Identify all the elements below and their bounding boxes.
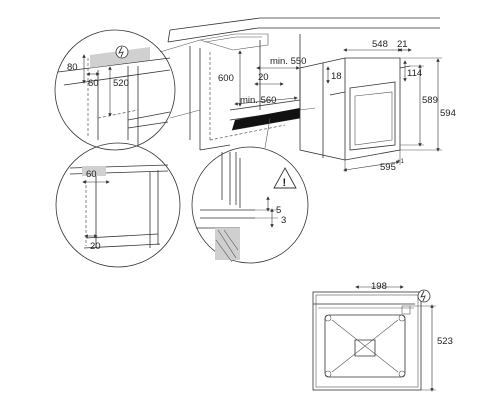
oven-front-label: 21 <box>397 39 408 50</box>
oven-panel-label: 114 <box>407 68 422 79</box>
circle-top-depth-label: 60 <box>88 78 99 89</box>
cabinet-height-label: 600 <box>218 73 234 84</box>
oven-outer-height-label: 594 <box>440 108 456 119</box>
power-plug-icon <box>115 45 129 59</box>
detail-circle-top <box>54 29 201 151</box>
circle-center-gap3-label: 3 <box>281 215 286 226</box>
oven-width-label: 595 <box>380 162 396 173</box>
power-plug-icon <box>417 289 431 303</box>
svg-text:!: ! <box>283 177 287 189</box>
oven-drawing <box>299 57 411 172</box>
detail-circle-bottom-center <box>191 117 309 264</box>
main-cabinet <box>167 17 440 151</box>
oven-top-gap-label: 18 <box>331 71 342 82</box>
oven-width-tolerance-label: +1 <box>397 159 405 165</box>
circle-top-front-label: 520 <box>113 78 129 89</box>
main-cabinet-dimensions <box>234 50 300 107</box>
circle-center-gap5-label: 5 <box>276 205 281 216</box>
oven-inner-height-label: 589 <box>422 95 438 106</box>
rear-height-label: 523 <box>437 336 453 347</box>
rear-offset-label: 198 <box>371 281 387 292</box>
oven-depth-label: 548 <box>372 39 388 50</box>
circle-left-depth-label: 60 <box>86 169 97 180</box>
circle-top-height-label: 80 <box>67 62 78 73</box>
circle-left-bottom-label: 20 <box>90 241 101 252</box>
warning-icon: ! <box>273 167 297 189</box>
cabinet-gap-top-label: 20 <box>258 72 269 83</box>
oven-dimensions <box>326 48 442 172</box>
detail-circle-bottom-left <box>55 142 181 268</box>
oven-rear-view <box>312 285 436 392</box>
cabinet-width-top-label: min. 550 <box>270 56 306 67</box>
cabinet-width-bottom-label: min. 560 <box>240 95 276 106</box>
